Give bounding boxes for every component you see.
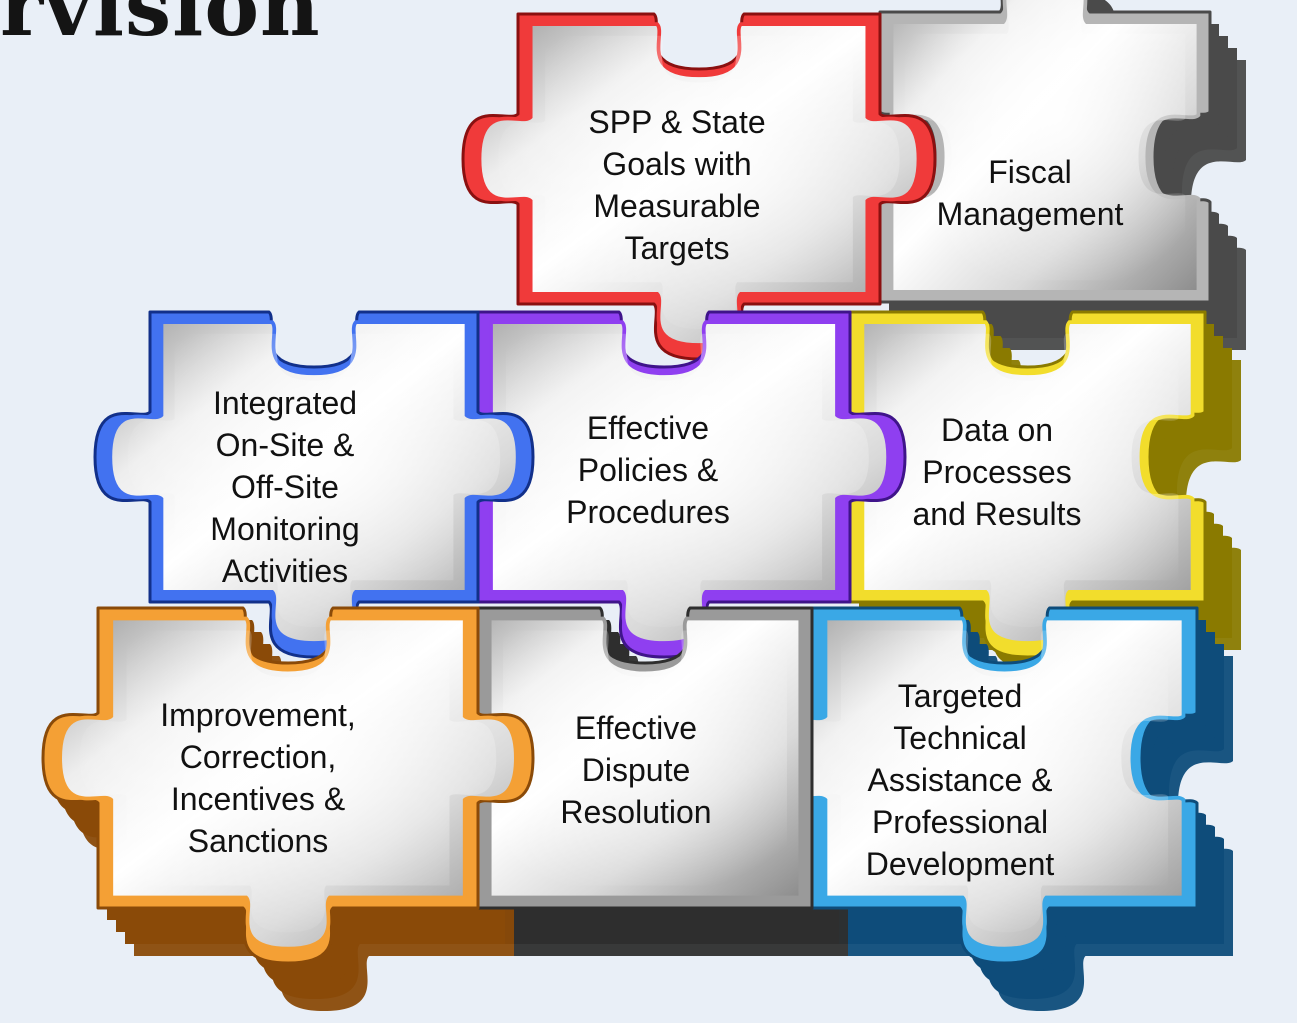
- piece-fiscal-shine: [904, 0, 1186, 281]
- piece-label-line: Monitoring: [210, 511, 360, 547]
- piece-monitoring-shine: [127, 333, 501, 627]
- piece-label-line: and Results: [912, 496, 1082, 532]
- piece-label-line: Processes: [922, 454, 1072, 490]
- piece-label-line: Incentives &: [170, 781, 346, 817]
- piece-label-line: Targeted: [897, 678, 1023, 714]
- piece-label-line: Development: [865, 846, 1055, 882]
- piece-policies-shine: [459, 333, 869, 627]
- piece-label-improvement: Improvement, Correction, Incentives & Sanct…: [128, 694, 388, 862]
- piece-label-line: Policies &: [577, 452, 719, 488]
- puzzle-piece-spp: [461, 12, 937, 361]
- piece-label-line: Goals with: [602, 146, 752, 182]
- piece-label-line: Data on: [940, 412, 1054, 448]
- piece-spp-shine: [498, 35, 900, 329]
- piece-label-line: Sanctions: [187, 823, 329, 859]
- piece-label-data: Data on Processes and Results: [867, 409, 1127, 535]
- piece-label-line: Integrated: [212, 385, 358, 421]
- piece-improvement-shine: [79, 630, 497, 933]
- piece-label-line: Assistance &: [867, 762, 1053, 798]
- piece-label-line: Activities: [221, 553, 349, 589]
- puzzle-piece-fiscal: [878, 0, 1212, 304]
- piece-dispute-shine: [456, 630, 787, 886]
- piece-label-line: Fiscal: [988, 154, 1072, 190]
- puzzle-piece-improvement: [41, 606, 535, 965]
- puzzle-piece-monitoring: [93, 310, 535, 659]
- piece-label-line: Targets: [624, 230, 730, 266]
- piece-label-line: Procedures: [566, 494, 730, 530]
- puzzle-piece-policies: [421, 310, 907, 659]
- piece-data-shine: [829, 333, 1179, 627]
- piece-label-line: Technical: [893, 720, 1027, 756]
- puzzle-piece-technical: [755, 606, 1199, 965]
- piece-label-line: Measurable: [593, 188, 761, 224]
- piece-technical-shine: [794, 630, 1169, 933]
- piece-label-line: Resolution: [560, 794, 712, 830]
- piece-label-line: Correction,: [179, 739, 337, 775]
- piece-label-line: Off-Site: [231, 469, 339, 505]
- piece-label-line: Professional: [871, 804, 1049, 840]
- piece-label-line: SPP & State: [588, 104, 766, 140]
- piece-label-line: Effective: [574, 710, 698, 746]
- piece-label-line: Dispute: [581, 752, 691, 788]
- puzzle-piece-dispute: [421, 606, 814, 910]
- page-heading: rvision: [0, 0, 321, 55]
- piece-label-line: Management: [936, 196, 1124, 232]
- puzzle-piece-data: [793, 310, 1207, 659]
- piece-label-line: Improvement,: [160, 697, 356, 733]
- piece-label-line: On-Site &: [215, 427, 355, 463]
- piece-label-line: Effective: [586, 410, 710, 446]
